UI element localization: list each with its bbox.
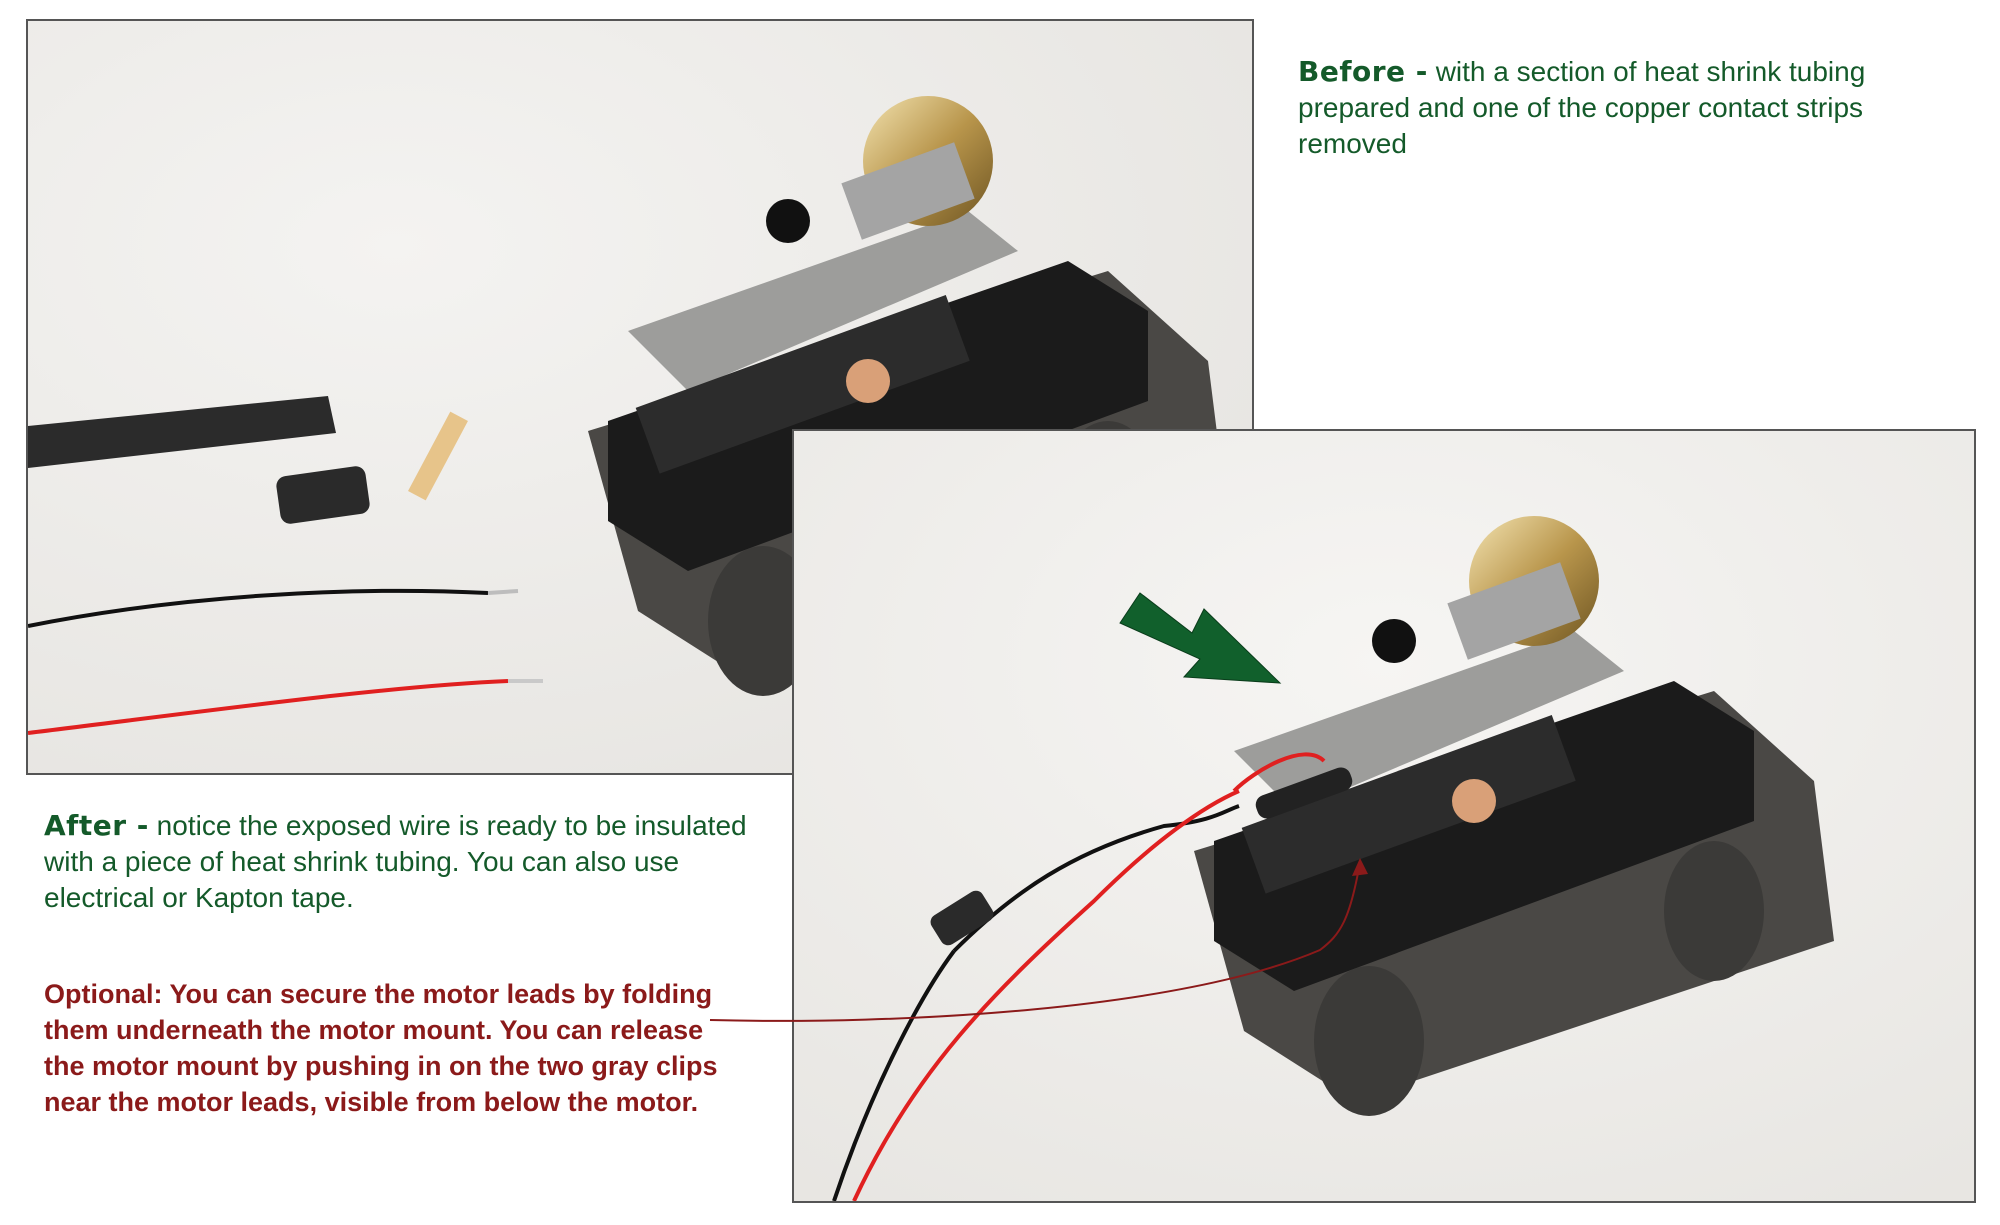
before-caption-lead: Before -: [1298, 55, 1428, 88]
before-photo: [26, 19, 1254, 775]
after-caption-text: notice the exposed wire is ready to be i…: [44, 810, 747, 913]
before-caption-text: with a section of heat shrink tubing pre…: [1298, 56, 1866, 159]
after-caption-lead: After -: [44, 809, 149, 842]
after-photo: [792, 429, 1976, 1203]
after-caption: After - notice the exposed wire is ready…: [44, 808, 764, 916]
before-caption: Before - with a section of heat shrink t…: [1298, 54, 1958, 162]
optional-note: Optional: You can secure the motor leads…: [44, 979, 718, 1117]
after-photo-illustration: [794, 431, 1974, 1201]
before-photo-illustration: [28, 21, 1252, 773]
arrow-down-right-icon: [1119, 592, 1282, 684]
